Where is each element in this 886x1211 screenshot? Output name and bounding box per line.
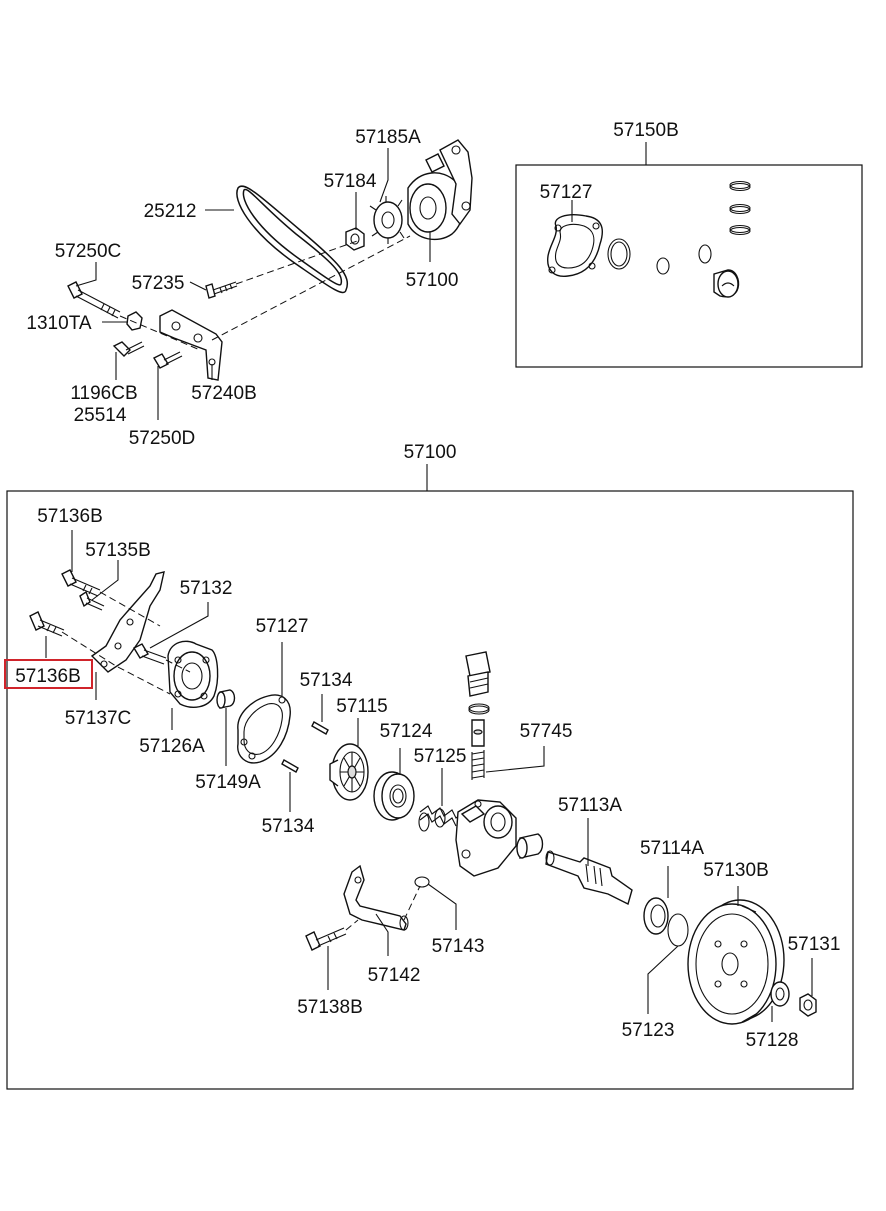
upper-bracket bbox=[159, 309, 223, 381]
label-57240B: 57240B bbox=[191, 383, 257, 404]
label-57250D: 57250D bbox=[129, 428, 196, 449]
washer-57128 bbox=[770, 981, 790, 1007]
gasket-57127 bbox=[237, 694, 291, 764]
label-57136B-top: 57136B bbox=[37, 506, 103, 527]
label-57136B-left: 57136B bbox=[15, 666, 81, 687]
label-57150B: 57150B bbox=[613, 120, 679, 141]
upper-washer bbox=[126, 311, 143, 331]
seal-57114A bbox=[643, 897, 669, 935]
bolt-57135B bbox=[79, 590, 105, 611]
upper-pump-body bbox=[407, 139, 473, 241]
drive-belt bbox=[236, 185, 348, 294]
pipe-57142 bbox=[343, 864, 409, 931]
label-57115: 57115 bbox=[336, 696, 387, 717]
o-ring-57143 bbox=[414, 876, 430, 888]
pump-body bbox=[455, 799, 517, 877]
label-57745: 57745 bbox=[520, 721, 573, 742]
label-57130B: 57130B bbox=[703, 860, 769, 881]
bolt-57132 bbox=[133, 643, 167, 665]
label-57124: 57124 bbox=[380, 721, 433, 742]
kit-seal-ring-3 bbox=[729, 224, 751, 234]
housing-57126A bbox=[167, 640, 219, 708]
upper-pulley bbox=[369, 196, 405, 244]
label-57134-bottom: 57134 bbox=[262, 816, 315, 837]
kit-o-ring-large bbox=[607, 238, 631, 270]
pulley-57130B bbox=[687, 899, 785, 1025]
label-57123: 57123 bbox=[622, 1020, 675, 1041]
highlight-box-57136B bbox=[4, 659, 93, 689]
rotor-57115 bbox=[329, 743, 369, 801]
upper-assembly bbox=[67, 139, 473, 420]
label-57127: 57127 bbox=[256, 616, 309, 637]
label-57149A: 57149A bbox=[195, 772, 261, 793]
label-1310TA: 1310TA bbox=[26, 313, 91, 334]
nut-57131 bbox=[799, 993, 817, 1017]
shaft-57113A bbox=[545, 850, 633, 906]
label-1196CB: 1196CB bbox=[70, 383, 137, 404]
label-57134-top: 57134 bbox=[300, 670, 353, 691]
label-57131: 57131 bbox=[788, 934, 841, 955]
label-57137C: 57137C bbox=[65, 708, 132, 729]
label-57142: 57142 bbox=[368, 965, 421, 986]
label-57100-upper: 57100 bbox=[406, 270, 459, 291]
assembly-parts bbox=[29, 530, 817, 1025]
label-57135B: 57135B bbox=[85, 540, 151, 561]
label-57184: 57184 bbox=[324, 171, 377, 192]
kit-o-ring-mid bbox=[698, 244, 712, 264]
bushing-57149A bbox=[216, 689, 236, 709]
label-57250C: 57250C bbox=[55, 241, 122, 262]
kit-o-ring-small bbox=[656, 257, 670, 275]
label-57100-assembly: 57100 bbox=[404, 442, 457, 463]
kit-box bbox=[515, 142, 863, 368]
label-57113A: 57113A bbox=[558, 795, 622, 816]
bolt-57138B bbox=[305, 927, 347, 951]
label-57132: 57132 bbox=[180, 578, 233, 599]
kit-gasket bbox=[547, 214, 604, 277]
label-57143: 57143 bbox=[432, 936, 485, 957]
sleeve bbox=[516, 833, 544, 859]
bolt-57136B-top bbox=[61, 569, 101, 597]
label-57235: 57235 bbox=[132, 273, 185, 294]
kit-seal-ring-1 bbox=[729, 180, 751, 190]
pin-57134-top bbox=[311, 721, 329, 735]
upper-bolt-57250D bbox=[153, 351, 183, 369]
label-25212: 25212 bbox=[144, 201, 197, 222]
label-57126A: 57126A bbox=[139, 736, 205, 757]
label-57127-kit: 57127 bbox=[540, 182, 593, 203]
bracket-57137C bbox=[90, 571, 165, 673]
assembly-box bbox=[6, 464, 854, 1090]
label-57128: 57128 bbox=[746, 1030, 799, 1051]
label-57185A: 57185A bbox=[355, 127, 421, 148]
spring-57125 bbox=[418, 805, 465, 832]
label-57138B: 57138B bbox=[297, 997, 363, 1018]
upper-bolt-57250C bbox=[67, 281, 121, 319]
bearing-57124 bbox=[373, 771, 415, 821]
upper-nut bbox=[345, 227, 365, 251]
upper-bolt-1196CB bbox=[112, 341, 145, 357]
upper-bolt-57235 bbox=[205, 281, 238, 299]
pin-57134-bottom bbox=[281, 759, 299, 773]
label-57125: 57125 bbox=[414, 746, 467, 767]
kit-seal bbox=[713, 269, 740, 298]
ring-57123 bbox=[667, 913, 689, 947]
bolt-57136B-left bbox=[29, 611, 65, 637]
valve-fitting-57745 bbox=[465, 651, 491, 780]
label-57114A: 57114A bbox=[640, 838, 704, 859]
label-25514: 25514 bbox=[74, 405, 127, 426]
kit-seal-ring-2 bbox=[729, 203, 751, 213]
